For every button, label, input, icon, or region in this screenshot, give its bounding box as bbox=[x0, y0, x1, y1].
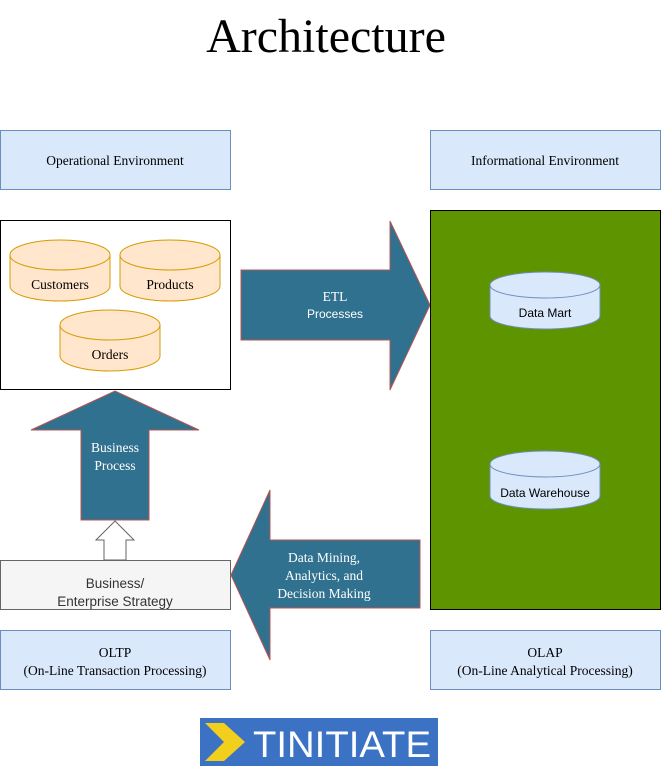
strategy-up-arrow bbox=[94, 520, 136, 561]
logo-chevron-icon bbox=[205, 723, 245, 761]
customers-label: Customers bbox=[31, 277, 89, 292]
business-process-label-line1: Business bbox=[91, 440, 139, 455]
products-label: Products bbox=[146, 277, 193, 292]
informational-environment-box: Informational Environment bbox=[430, 130, 661, 190]
data-mart-label: Data Mart bbox=[519, 306, 572, 320]
diagram-title: Architecture bbox=[206, 10, 446, 63]
customers-database: Customers bbox=[9, 239, 111, 302]
informational-environment-label: Informational Environment bbox=[471, 153, 619, 168]
data-mining-label-line1: Data Mining, bbox=[288, 550, 360, 565]
data-mining-arrow: Data Mining, Analytics, and Decision Mak… bbox=[230, 489, 421, 661]
business-process-arrow: Business Process bbox=[30, 390, 200, 521]
operational-environment-label: Operational Environment bbox=[46, 153, 184, 168]
products-database: Products bbox=[119, 239, 221, 302]
business-strategy-box: Business/ Enterprise Strategy bbox=[0, 560, 231, 610]
orders-database: Orders bbox=[59, 309, 161, 372]
data-warehouse-database: Data Warehouse bbox=[489, 450, 601, 510]
operational-environment-box: Operational Environment bbox=[0, 130, 231, 190]
informational-panel bbox=[430, 210, 661, 610]
olap-label-line2: (On-Line Analytical Processing) bbox=[457, 663, 632, 678]
logo-text: TINITIATE bbox=[253, 724, 431, 765]
data-mining-label-line2: Analytics, and bbox=[285, 568, 363, 583]
etl-arrow: ETL Processes bbox=[240, 220, 431, 391]
strategy-label-line1: Business/ bbox=[86, 576, 145, 591]
orders-label: Orders bbox=[92, 347, 129, 362]
etl-label-line1: ETL bbox=[323, 289, 348, 304]
data-mart-database: Data Mart bbox=[489, 271, 601, 330]
olap-box: OLAP (On-Line Analytical Processing) bbox=[430, 630, 661, 690]
oltp-box: OLTP (On-Line Transaction Processing) bbox=[0, 630, 231, 690]
etl-label-line2: Processes bbox=[307, 307, 363, 321]
business-process-label-line2: Process bbox=[94, 458, 135, 473]
oltp-label-line1: OLTP bbox=[99, 645, 132, 660]
olap-label-line1: OLAP bbox=[527, 645, 562, 660]
tinitiate-logo: TINITIATE bbox=[200, 718, 438, 766]
oltp-label-line2: (On-Line Transaction Processing) bbox=[24, 663, 207, 678]
strategy-label-line2: Enterprise Strategy bbox=[57, 594, 173, 609]
data-mining-label-line3: Decision Making bbox=[277, 586, 371, 601]
data-warehouse-label: Data Warehouse bbox=[500, 486, 590, 500]
